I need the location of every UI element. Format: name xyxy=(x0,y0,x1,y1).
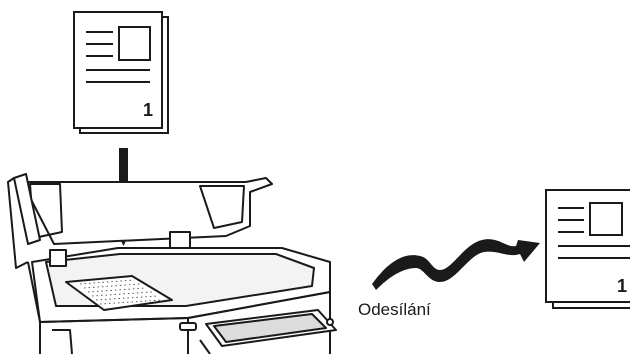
source-page-number: 1 xyxy=(143,100,153,120)
transmission-label: Odesílání xyxy=(358,300,431,320)
source-document-icon: 1 xyxy=(74,12,168,133)
received-page-number: 1 xyxy=(617,276,627,296)
copier-machine-icon xyxy=(8,174,336,354)
received-document-icon: 1 xyxy=(546,190,630,308)
transmission-arrow-icon xyxy=(372,239,540,290)
